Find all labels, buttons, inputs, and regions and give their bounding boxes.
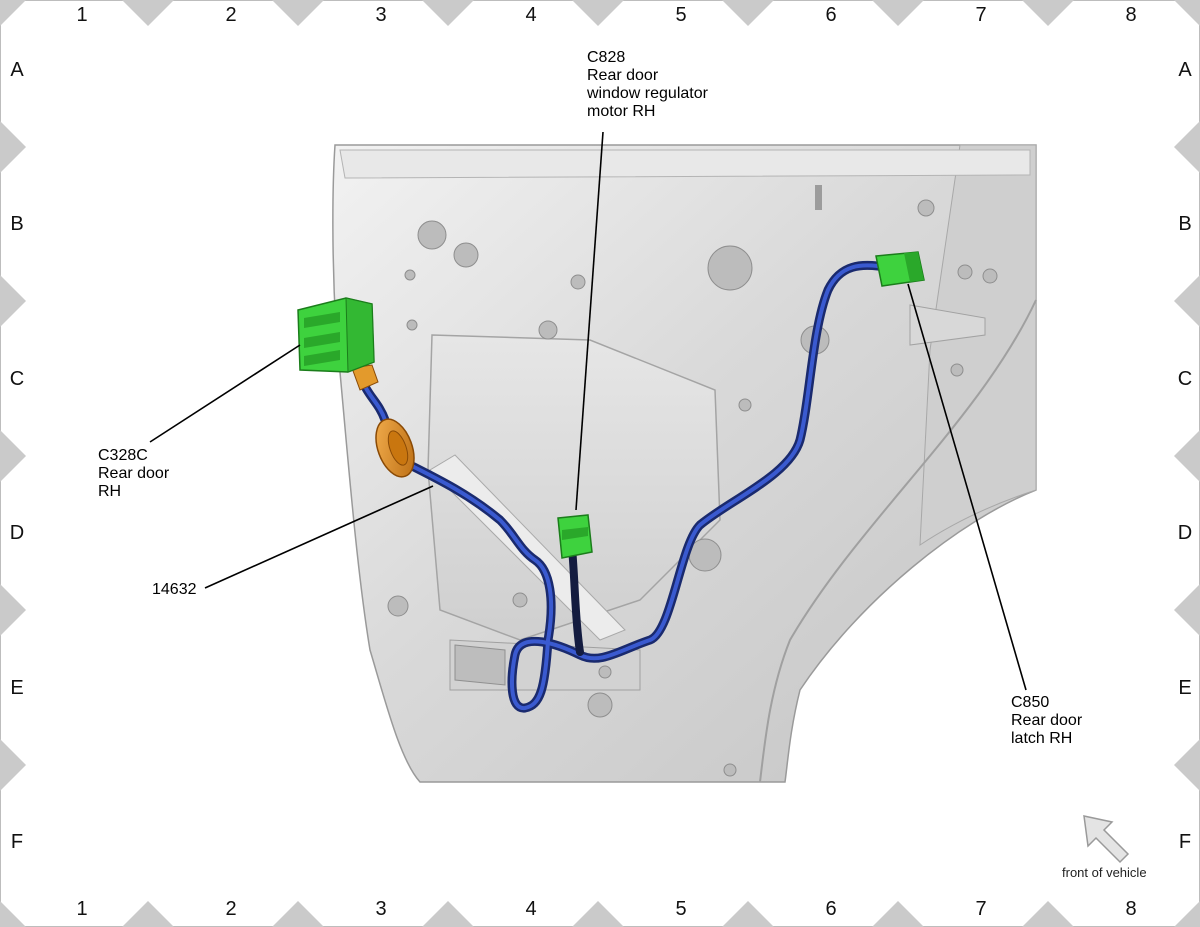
callout-c828: C828 Rear door window regulator motor RH [587, 49, 708, 121]
door-handle-pocket [454, 644, 506, 686]
callout-c828-line-2: Rear door [587, 67, 659, 84]
grid-column-label-bottom: 7 [975, 898, 987, 920]
grid-row-label-left: D [9, 522, 25, 544]
grid-column-label-top: 8 [1125, 4, 1137, 26]
frame-marker-bottom [572, 901, 624, 927]
grid-row-label-right: E [1178, 677, 1192, 699]
frame-marker-left [0, 121, 26, 173]
frame-marker-top [1174, 0, 1200, 26]
frame-marker-top [0, 0, 26, 26]
grid-row-label-left: F [10, 831, 24, 853]
callout-14632-line-1: 14632 [152, 581, 197, 598]
front-arrow-icon [1083, 815, 1130, 864]
grid-row-label-left: A [10, 59, 24, 81]
callout-c850-line-2: Rear door [1011, 712, 1083, 729]
leader-c328c [149, 344, 301, 443]
frame-marker-top [722, 0, 774, 26]
grid-column-label-top: 5 [675, 4, 687, 26]
grid-row-label-left: B [10, 213, 24, 235]
grid-column-label-top: 1 [76, 4, 88, 26]
front-of-vehicle-label: front of vehicle [1062, 865, 1147, 880]
leader-14632 [204, 485, 434, 589]
callout-c328c-line-1: C328C [98, 447, 148, 464]
grid-column-label-bottom: 4 [525, 898, 537, 920]
callout-c828-line-1: C828 [587, 49, 626, 66]
callout-14632: 14632 [152, 581, 197, 599]
grid-column-label-top: 7 [975, 4, 987, 26]
frame-marker-bottom [872, 901, 924, 927]
grid-column-label-bottom: 1 [76, 898, 88, 920]
frame-marker-top [872, 0, 924, 26]
callout-c328c-line-2: Rear door [98, 465, 170, 482]
leader-c828 [575, 131, 604, 511]
door-recess-panel [427, 334, 721, 641]
frame-marker-left [0, 584, 26, 636]
frame-marker-right [1174, 275, 1200, 327]
callout-c828-line-4: motor RH [587, 103, 656, 120]
frame-marker-right [1174, 430, 1200, 482]
frame-marker-bottom [422, 901, 474, 927]
harness-main-trunk-highlight [408, 263, 892, 710]
grid-column-label-bottom: 3 [375, 898, 387, 920]
callout-c850: C850 Rear door latch RH [1011, 694, 1082, 748]
grid-row-label-right: C [1177, 368, 1193, 390]
callout-c850-line-1: C850 [1011, 694, 1050, 711]
leader-lines [149, 131, 1027, 691]
grid-row-label-left: E [10, 677, 24, 699]
frame-marker-top [422, 0, 474, 26]
connector-c850 [875, 251, 925, 287]
callout-c328c-line-3: RH [98, 483, 122, 500]
grid-column-label-bottom: 8 [1125, 898, 1137, 920]
frame-marker-left [0, 739, 26, 791]
grid-column-label-top: 2 [225, 4, 237, 26]
grid-row-label-left: C [9, 368, 25, 390]
grid-column-label-top: 3 [375, 4, 387, 26]
door-latch-bracket [909, 304, 986, 346]
grid-column-label-bottom: 6 [825, 898, 837, 920]
rear-door-inner-panel [332, 144, 1037, 783]
grid-column-label-bottom: 2 [225, 898, 237, 920]
frame-marker-right [1174, 121, 1200, 173]
frame-marker-bottom [272, 901, 324, 927]
callout-c328c: C328C Rear door RH [98, 447, 169, 501]
grid-row-label-right: D [1177, 522, 1193, 544]
grid-column-label-bottom: 5 [675, 898, 687, 920]
frame-marker-top [572, 0, 624, 26]
frame-marker-bottom [1174, 901, 1200, 927]
callout-c850-line-3: latch RH [1011, 730, 1073, 747]
frame-marker-top [1022, 0, 1074, 26]
frame-marker-right [1174, 584, 1200, 636]
frame-marker-top [272, 0, 324, 26]
grid-column-label-top: 4 [525, 4, 537, 26]
connector-c828 [557, 514, 593, 559]
door-slot [815, 185, 822, 210]
frame-marker-bottom [122, 901, 174, 927]
connector-c328c [297, 297, 375, 373]
door-top-rail [339, 149, 1031, 179]
callout-c828-line-3: window regulator [587, 85, 708, 102]
frame-marker-left [0, 275, 26, 327]
door-outer-flange [919, 144, 1037, 546]
grid-row-label-right: A [1178, 59, 1192, 81]
grid-row-label-right: B [1178, 213, 1192, 235]
panel-holes [387, 199, 998, 777]
grid-row-label-right: F [1178, 831, 1192, 853]
frame-marker-left [0, 430, 26, 482]
frame-marker-bottom [1022, 901, 1074, 927]
harness-grommet [351, 364, 415, 478]
frame-marker-top [122, 0, 174, 26]
frame-marker-bottom [0, 901, 26, 927]
leader-c850 [907, 283, 1027, 691]
door-curved-edge [759, 299, 1037, 783]
frame-marker-right [1174, 739, 1200, 791]
frame-marker-bottom [722, 901, 774, 927]
harness-c828-branch [568, 544, 584, 656]
grid-column-label-top: 6 [825, 4, 837, 26]
